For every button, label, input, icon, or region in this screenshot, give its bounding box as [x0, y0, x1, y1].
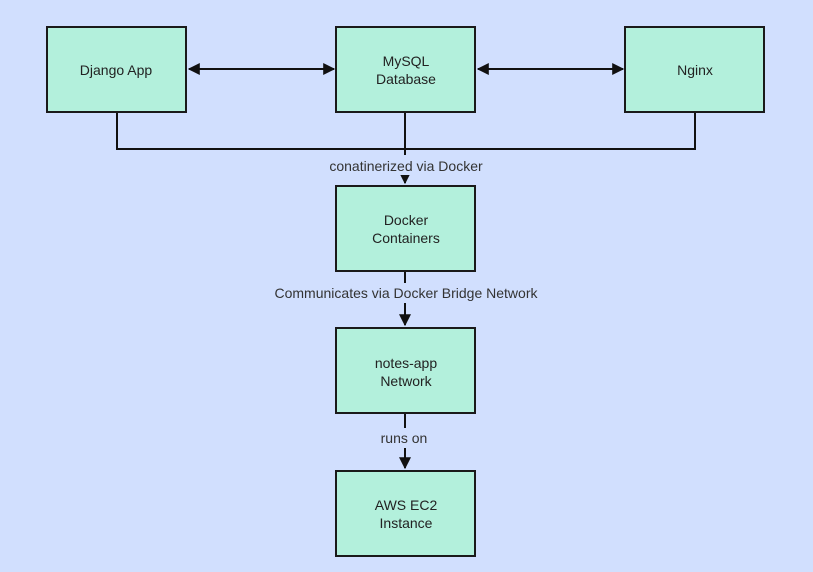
- edge-label-communicates: Communicates via Docker Bridge Network: [258, 283, 554, 303]
- svg-text:notes-app: notes-app: [375, 355, 437, 371]
- svg-text:MySQL: MySQL: [383, 53, 430, 69]
- node-notes-app-network[interactable]: notes-app Network: [335, 327, 476, 414]
- svg-text:Containers: Containers: [372, 230, 440, 246]
- node-django-app[interactable]: Django App: [46, 26, 187, 113]
- svg-text:Communicates via Docker Bridge: Communicates via Docker Bridge Network: [275, 285, 539, 301]
- svg-text:Django App: Django App: [80, 62, 153, 78]
- svg-text:Nginx: Nginx: [677, 62, 713, 78]
- svg-text:Docker: Docker: [384, 212, 429, 228]
- node-aws-ec2-instance[interactable]: AWS EC2 Instance: [335, 470, 476, 557]
- svg-text:Database: Database: [376, 71, 436, 87]
- svg-text:runs on: runs on: [381, 430, 428, 446]
- edge-label-runs-on: runs on: [372, 428, 438, 448]
- node-mysql-database[interactable]: MySQL Database: [335, 26, 476, 113]
- node-nginx[interactable]: Nginx: [624, 26, 765, 113]
- svg-text:Network: Network: [380, 373, 432, 389]
- edge-label-containerized: conatinerized via Docker: [318, 155, 494, 175]
- node-docker-containers[interactable]: Docker Containers: [335, 185, 476, 272]
- svg-text:conatinerized via Docker: conatinerized via Docker: [329, 158, 483, 174]
- svg-text:Instance: Instance: [380, 515, 433, 531]
- svg-text:AWS EC2: AWS EC2: [375, 497, 438, 513]
